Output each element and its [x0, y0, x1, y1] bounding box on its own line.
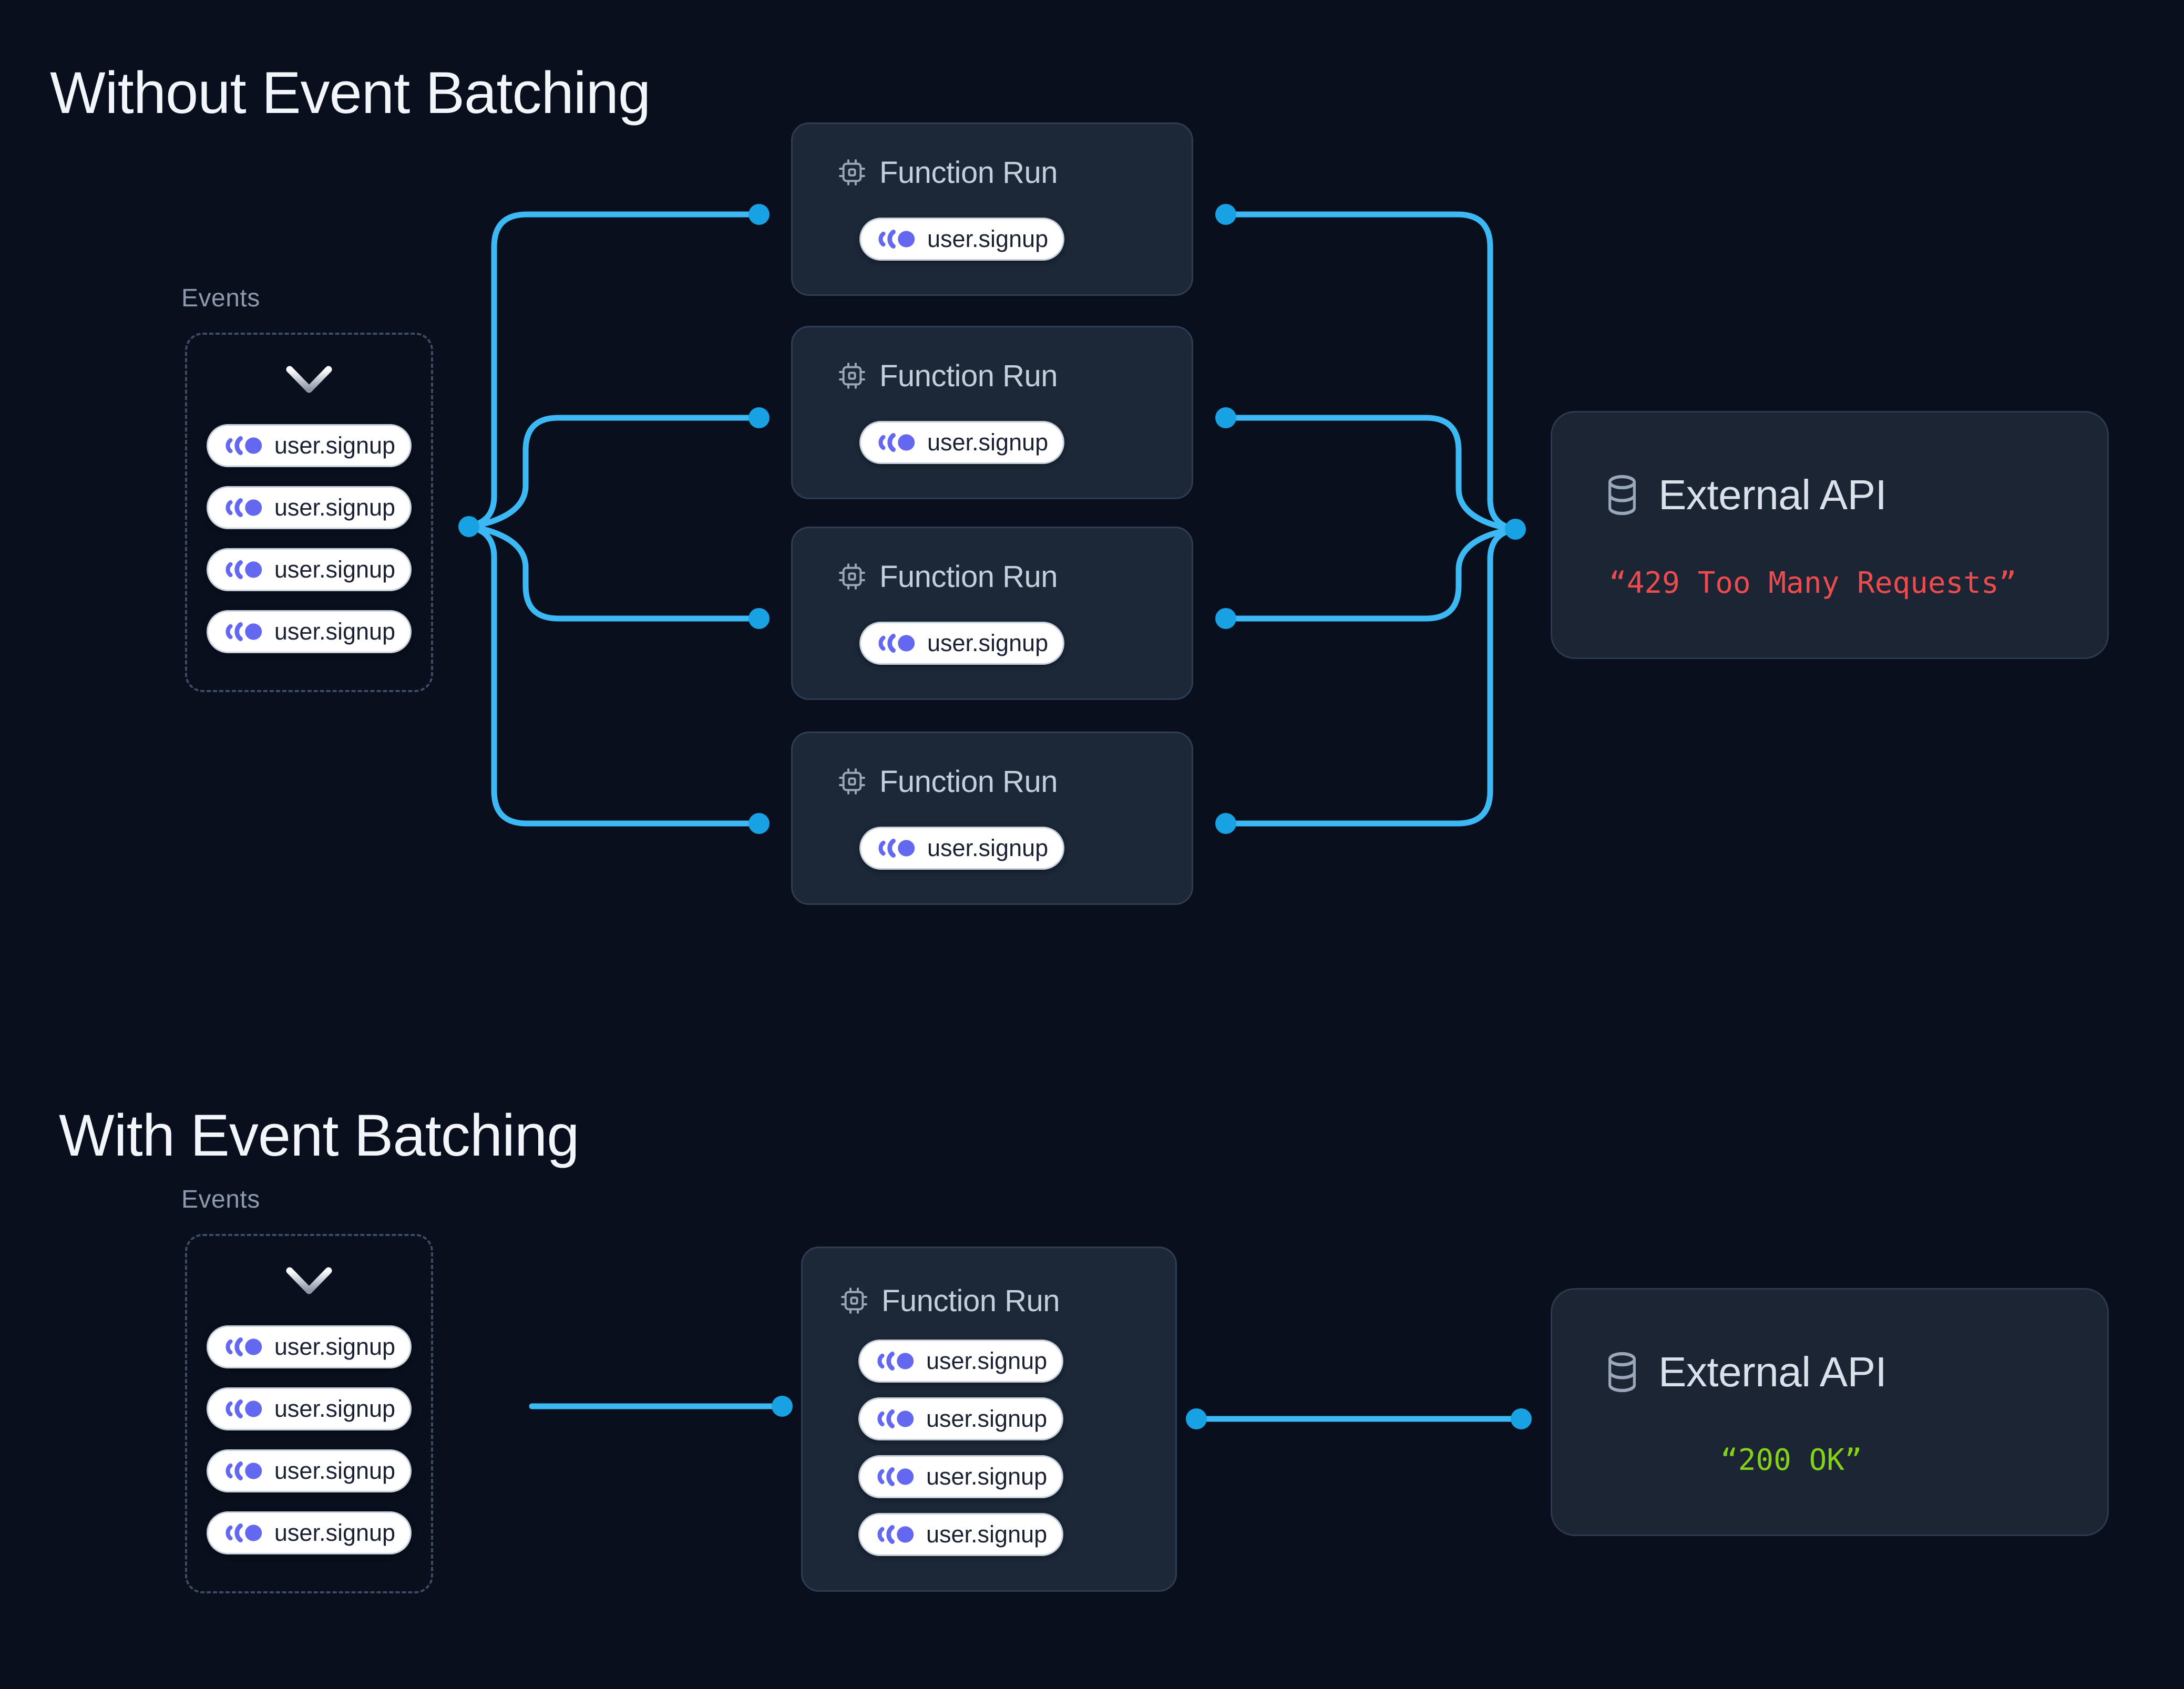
cpu-icon: [839, 363, 865, 389]
event-pill-label: user.signup: [274, 494, 396, 521]
function-run-card: Function Run user.signup: [791, 527, 1193, 700]
function-run-title: Function Run: [879, 155, 1058, 190]
event-pill-label: user.signup: [274, 1395, 396, 1422]
function-run-card: Function Run user.signup: [791, 122, 1193, 296]
external-api-title: External API: [1658, 471, 1887, 518]
event-pill: user.signup: [858, 1340, 1064, 1383]
api-status-success: “200 OK”: [1720, 1443, 1862, 1477]
function-run-title: Function Run: [879, 764, 1058, 799]
function-run-card: Function Run user.signup: [791, 326, 1193, 499]
event-icon: [225, 1523, 262, 1543]
event-icon: [878, 633, 915, 653]
event-pill-label: user.signup: [927, 225, 1049, 252]
fan-in-lines: [1223, 211, 1519, 827]
event-icon: [225, 498, 262, 518]
event-pill: user.signup: [206, 486, 412, 529]
function-run-title: Function Run: [881, 1283, 1060, 1318]
fan-out-lines: [466, 211, 762, 827]
function-run-header: Function Run: [837, 559, 1192, 594]
event-pill-label: user.signup: [926, 1463, 1048, 1490]
event-icon: [225, 1461, 262, 1481]
event-icon: [877, 1525, 914, 1544]
event-icon: [878, 229, 915, 249]
event-pill: user.signup: [206, 1449, 412, 1492]
event-pill: user.signup: [206, 1325, 412, 1368]
event-icon: [225, 622, 262, 642]
external-api-header: External API: [1604, 1348, 2107, 1396]
event-icon: [225, 436, 262, 456]
external-api-header: External API: [1604, 471, 2107, 519]
section-title-with-batching: With Event Batching: [59, 1103, 579, 1169]
events-queue-box: user.signup user.signup user.signup user…: [185, 333, 433, 692]
external-api-title: External API: [1658, 1348, 1887, 1395]
event-pill-label: user.signup: [927, 630, 1049, 656]
events-label: Events: [181, 284, 260, 312]
event-icon: [225, 560, 262, 580]
function-run-header: Function Run: [837, 358, 1192, 393]
external-api-card: External API “429 Too Many Requests”: [1551, 411, 2109, 659]
api-status-error: “429 Too Many Requests”: [1609, 566, 2017, 600]
event-pill-label: user.signup: [926, 1521, 1048, 1548]
event-pill: user.signup: [206, 548, 412, 591]
function-run-header: Function Run: [837, 155, 1192, 190]
event-icon: [877, 1351, 914, 1371]
event-pill-label: user.signup: [274, 432, 396, 459]
event-pill-label: user.signup: [926, 1347, 1048, 1374]
events-queue-box: user.signup user.signup user.signup user…: [185, 1234, 433, 1593]
database-icon: [1608, 1352, 1636, 1393]
external-api-card: External API “200 OK”: [1551, 1288, 2109, 1536]
event-pill: user.signup: [859, 827, 1065, 870]
event-icon: [225, 1337, 262, 1357]
event-pill: user.signup: [206, 1511, 412, 1554]
section-title-without-batching: Without Event Batching: [50, 60, 651, 126]
database-icon: [1608, 475, 1636, 516]
event-pill-label: user.signup: [274, 618, 396, 645]
event-pill: user.signup: [206, 610, 412, 653]
chevron-down-icon: [286, 366, 332, 393]
function-run-card: Function Run user.signup: [791, 732, 1193, 905]
cpu-icon: [839, 563, 865, 590]
cpu-icon: [841, 1288, 867, 1314]
event-pill: user.signup: [206, 1387, 412, 1430]
chevron-down-icon: [286, 1267, 332, 1294]
event-pill: user.signup: [858, 1513, 1064, 1556]
event-pill-label: user.signup: [926, 1405, 1048, 1432]
function-run-title: Function Run: [879, 559, 1058, 594]
event-icon: [877, 1467, 914, 1487]
function-run-header: Function Run: [839, 1283, 1175, 1318]
event-icon: [878, 838, 915, 858]
event-pill: user.signup: [859, 622, 1065, 665]
function-run-header: Function Run: [837, 764, 1192, 799]
event-pill: user.signup: [858, 1455, 1064, 1498]
event-pill: user.signup: [859, 421, 1065, 464]
event-icon: [878, 432, 915, 452]
event-pill-label: user.signup: [274, 1519, 396, 1546]
event-pill-label: user.signup: [927, 835, 1049, 861]
cpu-icon: [839, 159, 865, 186]
event-pill: user.signup: [859, 218, 1065, 261]
event-pill: user.signup: [206, 424, 412, 467]
event-pill: user.signup: [858, 1397, 1064, 1440]
event-icon: [225, 1399, 262, 1419]
cpu-icon: [839, 768, 865, 795]
connector-dots: [458, 204, 1532, 1429]
event-pill-label: user.signup: [927, 429, 1049, 456]
batch-lines: [529, 1403, 1524, 1422]
events-label: Events: [181, 1186, 260, 1213]
event-pill-label: user.signup: [274, 1457, 396, 1484]
event-icon: [877, 1409, 914, 1429]
function-run-card-batched: Function Run user.signup user.signup use…: [801, 1247, 1177, 1592]
function-run-title: Function Run: [879, 358, 1058, 393]
event-pill-label: user.signup: [274, 556, 396, 583]
event-pill-label: user.signup: [274, 1333, 396, 1360]
